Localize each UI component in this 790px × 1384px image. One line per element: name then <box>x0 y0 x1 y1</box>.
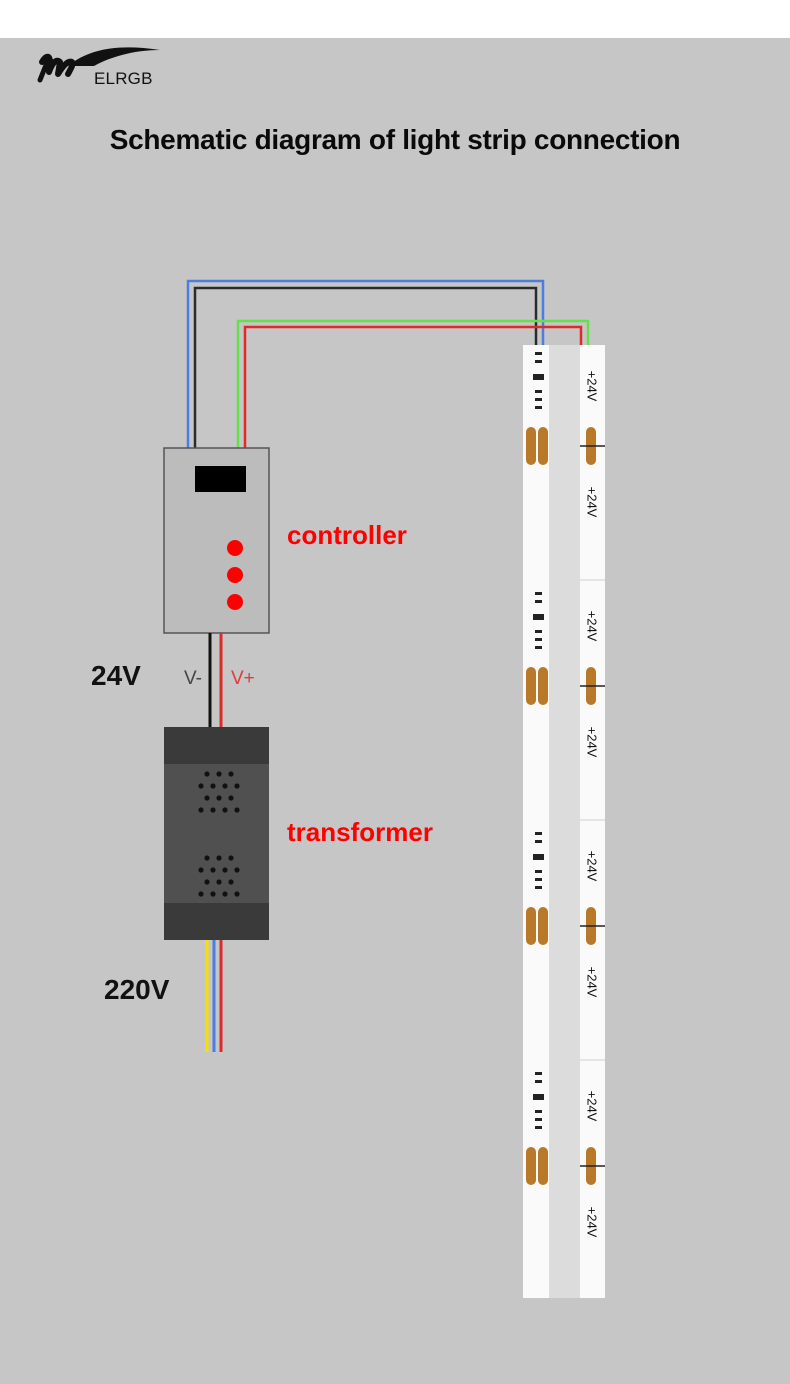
red-wire <box>243 325 583 448</box>
v-minus-label: V- <box>184 668 202 689</box>
led-chip <box>533 614 544 620</box>
solder-pad <box>526 667 536 705</box>
led-chip <box>535 630 542 633</box>
led-chip <box>535 1110 542 1113</box>
strip-voltage-label: +24V <box>584 610 600 642</box>
strip-voltage-label: +24V <box>584 370 600 402</box>
led-chip <box>535 592 542 595</box>
led-chip <box>533 1094 544 1100</box>
controller-button-3 <box>227 594 243 610</box>
transformer-box <box>164 727 269 940</box>
input-voltage-label: 220V <box>104 974 170 1005</box>
strip-voltage-label: +24V <box>584 966 600 998</box>
solder-pad <box>538 1147 548 1185</box>
led-chip <box>535 1072 542 1075</box>
led-chip <box>535 886 542 889</box>
controller-label: controller <box>287 520 407 550</box>
led-chip <box>535 1118 542 1121</box>
blue-wire <box>186 279 545 448</box>
led-chip <box>535 638 542 641</box>
brand-logo-icon <box>37 47 160 83</box>
vent-holes <box>198 771 240 897</box>
controller-display <box>195 466 246 492</box>
strip-voltage-label: +24V <box>584 1206 600 1238</box>
solder-pad <box>538 427 548 465</box>
strip-voltage-label: +24V <box>584 726 600 758</box>
diagram-canvas <box>0 38 790 1384</box>
led-chip <box>535 878 542 881</box>
led-chip <box>533 374 544 380</box>
solder-pad <box>538 907 548 945</box>
led-strip <box>523 345 605 1298</box>
led-chip <box>535 840 542 843</box>
led-chip <box>535 1080 542 1083</box>
controller-button-2 <box>227 567 243 583</box>
led-chip <box>535 646 542 649</box>
v-plus-label: V+ <box>231 668 255 689</box>
solder-pad <box>526 427 536 465</box>
transformer-label: transformer <box>287 817 433 847</box>
led-chip <box>535 360 542 363</box>
green-wire <box>236 319 590 448</box>
brand-name: ELRGB <box>94 69 153 88</box>
power-wires-24v <box>208 633 223 727</box>
solder-pad <box>526 1147 536 1185</box>
strip-voltage-label: +24V <box>584 850 600 882</box>
solder-pad <box>526 907 536 945</box>
page-title: Schematic diagram of light strip connect… <box>109 124 681 155</box>
led-chip <box>535 390 542 393</box>
output-voltage-label: 24V <box>91 660 141 691</box>
signal-wires <box>186 279 590 448</box>
strip-voltage-label: +24V <box>584 486 600 518</box>
controller-button-1 <box>227 540 243 556</box>
strip-voltage-label: +24V <box>584 1090 600 1122</box>
led-chip <box>535 870 542 873</box>
led-chip <box>535 406 542 409</box>
led-chip <box>535 832 542 835</box>
led-chip <box>535 398 542 401</box>
led-chip <box>535 1126 542 1129</box>
led-chip <box>535 352 542 355</box>
led-chip <box>533 854 544 860</box>
solder-pad <box>538 667 548 705</box>
led-chip <box>535 600 542 603</box>
controller-box <box>163 447 270 634</box>
mains-wires-220v <box>205 940 223 1052</box>
